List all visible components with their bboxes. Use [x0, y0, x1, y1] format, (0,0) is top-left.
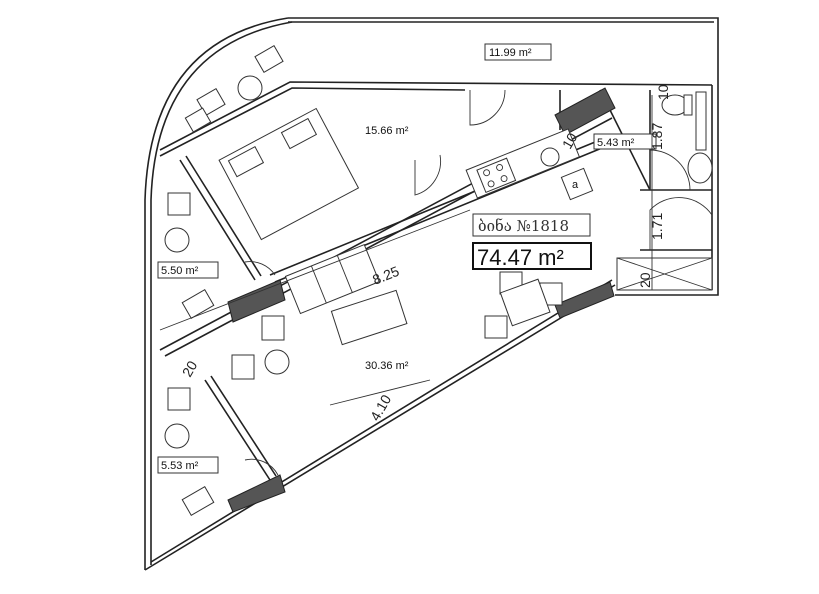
- outer-walls: [144, 17, 719, 571]
- dimension-bath-height: 1.87: [649, 123, 665, 150]
- area-balcony-left-upper: 5.50 m²: [161, 265, 199, 277]
- area-living-room: 30.36 m²: [365, 360, 409, 372]
- area-balcony-top: 11.99 m²: [489, 47, 532, 59]
- bed: [218, 107, 360, 241]
- sofa: [284, 243, 380, 315]
- apartment-number: ბინა №1818: [478, 217, 569, 235]
- area-bathroom: 5.43 m²: [597, 137, 635, 149]
- dining-table: [484, 271, 563, 339]
- dimension-corridor: 8.25: [370, 263, 401, 288]
- total-area: 74.47 m²: [477, 245, 564, 270]
- dimension-wall-shower: 20: [637, 272, 653, 288]
- furniture: a: [164, 45, 713, 516]
- room-labels: 11.99 m² 15.66 m² 5.43 m² 5.50 m² 30.36 …: [157, 43, 657, 474]
- area-balcony-left-lower: 5.53 m²: [161, 460, 199, 472]
- dimension-window: 4.10: [367, 392, 395, 424]
- kitchen-mark: a: [572, 179, 579, 191]
- shower-tray: [616, 257, 713, 291]
- doors: [244, 89, 713, 476]
- dimension-wall-kitchen: 10: [559, 130, 581, 152]
- apartment-info: ბინა №1818 74.47 m²: [472, 213, 592, 270]
- kitchen-counter: [465, 128, 581, 199]
- dimension-hall-height: 1.71: [649, 213, 665, 240]
- dimension-wall-top: 10: [655, 84, 671, 100]
- dimension-wall-left: 20: [179, 358, 201, 380]
- area-bedroom: 15.66 m²: [365, 125, 409, 137]
